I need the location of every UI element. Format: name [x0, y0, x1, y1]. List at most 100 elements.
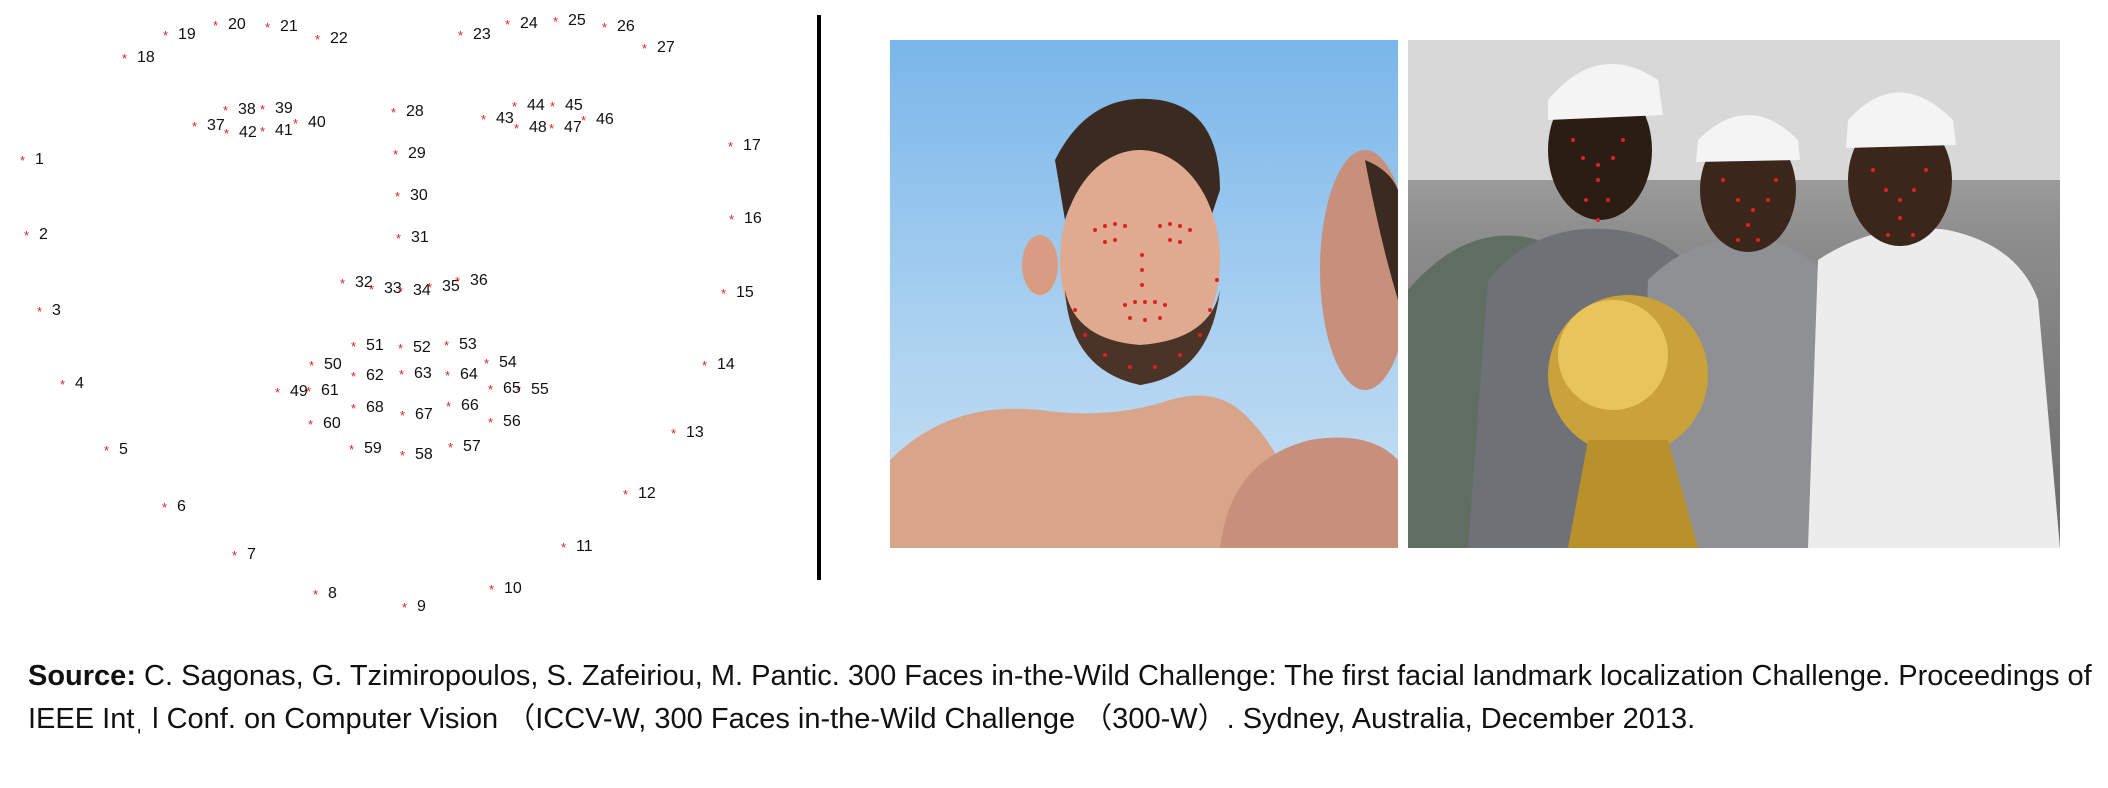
landmark-label: 39	[275, 100, 293, 117]
landmark-marker: *	[623, 487, 629, 502]
landmark-marker: *	[232, 548, 238, 563]
landmark-marker: *	[553, 14, 559, 29]
landmark-label: 61	[321, 382, 339, 399]
landmark-label: 47	[564, 119, 582, 136]
landmark-marker: *	[702, 358, 708, 373]
landmark-marker: *	[391, 105, 397, 120]
landmark-label: 56	[503, 413, 521, 430]
landmark-label: 2	[39, 226, 48, 243]
landmark-label: 33	[384, 280, 402, 297]
landmark-label: 53	[459, 336, 477, 353]
landmark-label: 37	[207, 117, 225, 134]
landmark-marker: *	[393, 147, 399, 162]
landmark-marker: *	[122, 51, 128, 66]
landmark-label: 63	[414, 365, 432, 382]
landmark-label: 31	[411, 229, 429, 246]
landmark-marker: *	[369, 282, 375, 297]
landmark-marker: *	[162, 500, 168, 515]
landmark-marker: *	[488, 382, 494, 397]
landmark-label: 19	[178, 26, 196, 43]
landmark-label: 55	[531, 381, 549, 398]
landmark-label: 29	[408, 145, 426, 162]
landmark-label: 44	[527, 97, 545, 114]
landmark-marker: *	[671, 426, 677, 441]
landmark-label: 68	[366, 399, 384, 416]
landmark-marker: *	[516, 383, 522, 398]
landmark-marker: *	[396, 231, 402, 246]
landmark-label: 18	[137, 49, 155, 66]
landmark-marker: *	[275, 385, 281, 400]
landmark-marker: *	[549, 121, 555, 136]
landmark-marker: *	[427, 280, 433, 295]
landmark-marker: *	[729, 212, 735, 227]
landmark-marker: *	[399, 367, 405, 382]
landmark-label: 27	[657, 39, 675, 56]
landmark-marker: *	[602, 20, 608, 35]
landmark-marker: *	[489, 582, 495, 597]
landmark-marker: *	[163, 28, 169, 43]
landmark-label: 15	[736, 284, 754, 301]
landmark-label: 46	[596, 111, 614, 128]
landmark-label: 28	[406, 103, 424, 120]
landmark-marker: *	[400, 408, 406, 423]
landmark-label: 34	[413, 282, 431, 299]
landmark-marker: *	[313, 587, 319, 602]
landmark-label: 17	[743, 137, 761, 154]
landmark-marker: *	[402, 600, 408, 615]
landmark-marker: *	[223, 103, 229, 118]
landmark-marker: *	[20, 153, 26, 168]
landmark-label: 16	[744, 210, 762, 227]
landmark-label: 9	[417, 598, 426, 615]
landmark-marker: *	[224, 126, 230, 141]
face-photo-illustration	[890, 98, 1398, 548]
landmark-label: 14	[717, 356, 735, 373]
landmark-marker: *	[512, 99, 518, 114]
landmark-marker: *	[24, 228, 30, 243]
landmark-label: 50	[324, 356, 342, 373]
landmark-marker: *	[395, 189, 401, 204]
landmark-marker: *	[721, 286, 727, 301]
landmark-label: 4	[75, 375, 84, 392]
landmark-marker: *	[351, 401, 357, 416]
landmark-marker: *	[260, 124, 266, 139]
landmark-marker: *	[505, 17, 511, 32]
landmark-label: 22	[330, 30, 348, 47]
landmark-label: 1	[35, 151, 44, 168]
landmark-label: 13	[686, 424, 704, 441]
landmark-label: 60	[323, 415, 341, 432]
landmark-label: 32	[355, 274, 373, 291]
landmark-marker: *	[400, 448, 406, 463]
landmark-label: 8	[328, 585, 337, 602]
landmark-label: 3	[52, 302, 61, 319]
source-label: Source:	[28, 660, 136, 692]
landmark-marker: *	[308, 417, 314, 432]
landmark-label: 35	[442, 278, 460, 295]
landmark-marker: *	[444, 338, 450, 353]
landmark-label: 40	[308, 114, 326, 131]
landmark-marker: *	[293, 116, 299, 131]
landmark-label: 67	[415, 406, 433, 423]
citation-text: C. Sagonas, G. Tzimiropoulos, S. Zafeiri…	[28, 660, 2092, 735]
landmark-marker: *	[448, 440, 454, 455]
landmark-label: 30	[410, 187, 428, 204]
landmark-label: 58	[415, 446, 433, 463]
landmark-label: 48	[529, 119, 547, 136]
landmark-label: 24	[520, 15, 538, 32]
landmark-label: 23	[473, 26, 491, 43]
landmark-label: 52	[413, 339, 431, 356]
landmark-marker: *	[213, 18, 219, 33]
landmark-label: 64	[460, 366, 478, 383]
landmark-marker: *	[192, 119, 198, 134]
landmark-label: 7	[247, 546, 256, 563]
landmark-marker: *	[581, 113, 587, 128]
face-photo-right	[1408, 40, 2060, 548]
landmark-marker: *	[351, 339, 357, 354]
landmark-marker: *	[306, 384, 312, 399]
landmark-marker: *	[340, 276, 346, 291]
landmark-marker: *	[398, 284, 404, 299]
landmark-marker: *	[37, 304, 43, 319]
landmark-marker: *	[309, 358, 315, 373]
landmark-label: 54	[499, 354, 517, 371]
landmark-label: 57	[463, 438, 481, 455]
landmark-label: 51	[366, 337, 384, 354]
